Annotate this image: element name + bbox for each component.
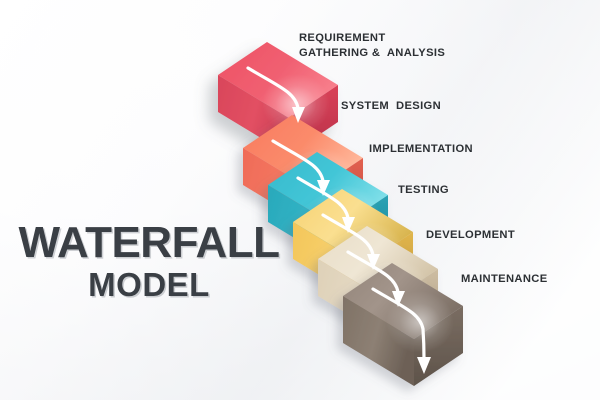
title-waterfall: WATERFALL [18, 218, 280, 267]
title-model: MODEL [88, 266, 210, 304]
step-label-requirement: REQUIREMENT GATHERING & ANALYSIS [299, 32, 446, 59]
flow-arrow-2 [271, 139, 325, 183]
flow-arrow-heads [292, 107, 431, 374]
flow-arrows [246, 66, 426, 360]
flow-arrow-6 [371, 287, 425, 331]
flow-arrow-5 [346, 250, 400, 294]
flow-arrow-3 [296, 176, 350, 220]
step-label-system-design: SYSTEM DESIGN [341, 100, 442, 112]
flow-arrow-1 [246, 66, 300, 110]
step-label-implementation: IMPLEMENTATION [369, 143, 473, 155]
flow-arrow-7 [421, 327, 426, 360]
step-label-maintenance: MAINTENANCE [461, 273, 548, 285]
step-label-development: DEVELOPMENT [426, 229, 516, 241]
flow-arrow-4 [321, 213, 375, 257]
page-title: WATERFALL MODEL [18, 218, 280, 304]
step-label-testing: TESTING [398, 184, 449, 196]
